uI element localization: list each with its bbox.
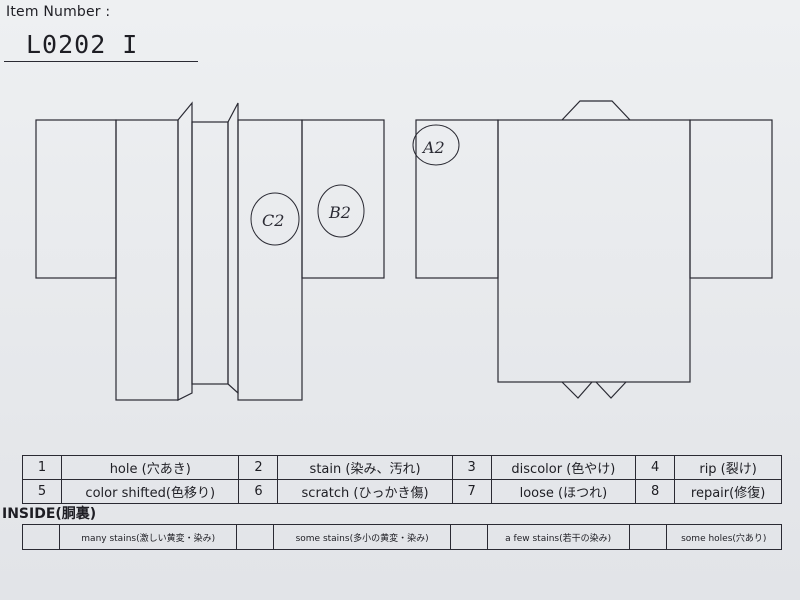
inside-label: some stains(多小の黄変・染み) <box>273 524 451 550</box>
inside-label: some holes(穴あり) <box>665 524 783 550</box>
back-tie-right <box>595 381 627 399</box>
defect-number: 3 <box>451 455 492 480</box>
defect-label: loose (ほつれ) <box>490 479 637 504</box>
defect-number: 2 <box>238 455 279 480</box>
front-right-body <box>237 119 303 401</box>
front-left-body <box>115 119 179 401</box>
defect-label: color shifted(色移り) <box>60 479 240 504</box>
annotation-c2: C2 <box>262 211 284 230</box>
inside-checkbox[interactable] <box>22 524 60 550</box>
item-number-underline <box>4 61 198 62</box>
back-body <box>497 119 691 383</box>
table-row: many stains(激しい黄変・染み) some stains(多小の黄変・… <box>22 524 783 550</box>
defect-number: 1 <box>22 455 62 480</box>
defect-number: 8 <box>635 479 676 504</box>
front-right-sleeve <box>301 119 385 279</box>
inside-condition-table: many stains(激しい黄変・染み) some stains(多小の黄変・… <box>22 524 783 550</box>
front-left-sleeve <box>35 119 117 279</box>
annotation-b2: B2 <box>328 203 351 222</box>
annotation-circle-b2 <box>317 184 365 238</box>
front-right-collar <box>227 102 239 395</box>
inside-label: a few stains(若干の染み) <box>486 524 630 550</box>
defect-number: 4 <box>635 455 676 480</box>
defect-legend-table: 1 hole (穴あき) 2 stain (染み、汚れ) 3 discolor … <box>22 455 782 504</box>
front-center-panel <box>191 121 229 385</box>
inside-checkbox[interactable] <box>236 524 275 550</box>
annotation-circle-c2 <box>250 192 300 246</box>
inside-label: many stains(激しい黄変・染み) <box>58 524 238 550</box>
annotation-circle-a2 <box>412 124 460 166</box>
table-row: 1 hole (穴あき) 2 stain (染み、汚れ) 3 discolor … <box>22 455 782 480</box>
defect-label: scratch (ひっかき傷) <box>277 479 453 504</box>
item-number-value: L0202 I <box>26 30 139 59</box>
defect-label: rip (裂け) <box>674 455 782 480</box>
defect-label: stain (染み、汚れ) <box>277 455 453 480</box>
back-view <box>415 100 773 399</box>
defect-label: repair(修復) <box>674 479 782 504</box>
back-right-sleeve <box>689 119 773 279</box>
front-left-collar <box>177 101 193 401</box>
table-row: 5 color shifted(色移り) 6 scratch (ひっかき傷) 7… <box>22 479 782 504</box>
defect-number: 6 <box>238 479 279 504</box>
defect-label: discolor (色やけ) <box>490 455 637 480</box>
inside-section-title: INSIDE(胴裏) <box>2 506 97 522</box>
defect-number: 7 <box>451 479 492 504</box>
front-view <box>35 101 385 401</box>
back-collar <box>561 100 631 121</box>
defect-number: 5 <box>22 479 62 504</box>
back-tie-left <box>561 381 593 399</box>
item-number-label: Item Number : <box>6 4 111 20</box>
inside-checkbox[interactable] <box>449 524 488 550</box>
inside-checkbox[interactable] <box>628 524 667 550</box>
annotation-a2: A2 <box>421 138 445 157</box>
defect-label: hole (穴あき) <box>60 455 240 480</box>
